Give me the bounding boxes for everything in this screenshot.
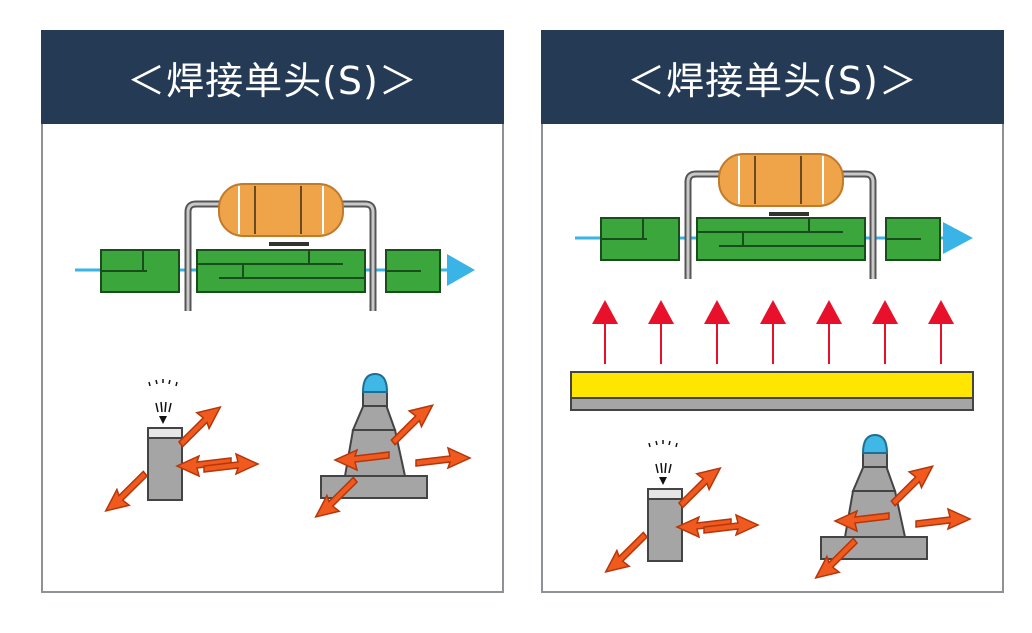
resistor-icon (218, 183, 344, 246)
heater-plate-icon (570, 371, 974, 411)
pcb-icon (600, 217, 941, 261)
pcb-icon (100, 249, 441, 293)
heat-arrow (648, 300, 674, 364)
right-diagram (570, 153, 974, 587)
beacon-icon (820, 433, 928, 560)
panel-right: ＜焊接单头(S)＞ (541, 30, 1004, 593)
resistor-icon (718, 153, 844, 216)
sensor-icon (147, 379, 183, 501)
heat-arrow (816, 300, 842, 364)
heat-arrows-icon (592, 300, 954, 364)
heat-arrow (760, 300, 786, 364)
left-diagram (75, 183, 475, 526)
heat-arrow (704, 300, 730, 364)
panel-left: ＜焊接单头(S)＞ (41, 30, 504, 593)
panel-title: ＜焊接单头(S)＞ (41, 30, 504, 124)
heat-arrow (872, 300, 898, 364)
heat-arrow (928, 300, 954, 364)
beacon-icon (320, 372, 428, 499)
heat-arrow (592, 300, 618, 364)
sensor-icon (647, 440, 683, 562)
panel-title: ＜焊接单头(S)＞ (541, 30, 1004, 124)
